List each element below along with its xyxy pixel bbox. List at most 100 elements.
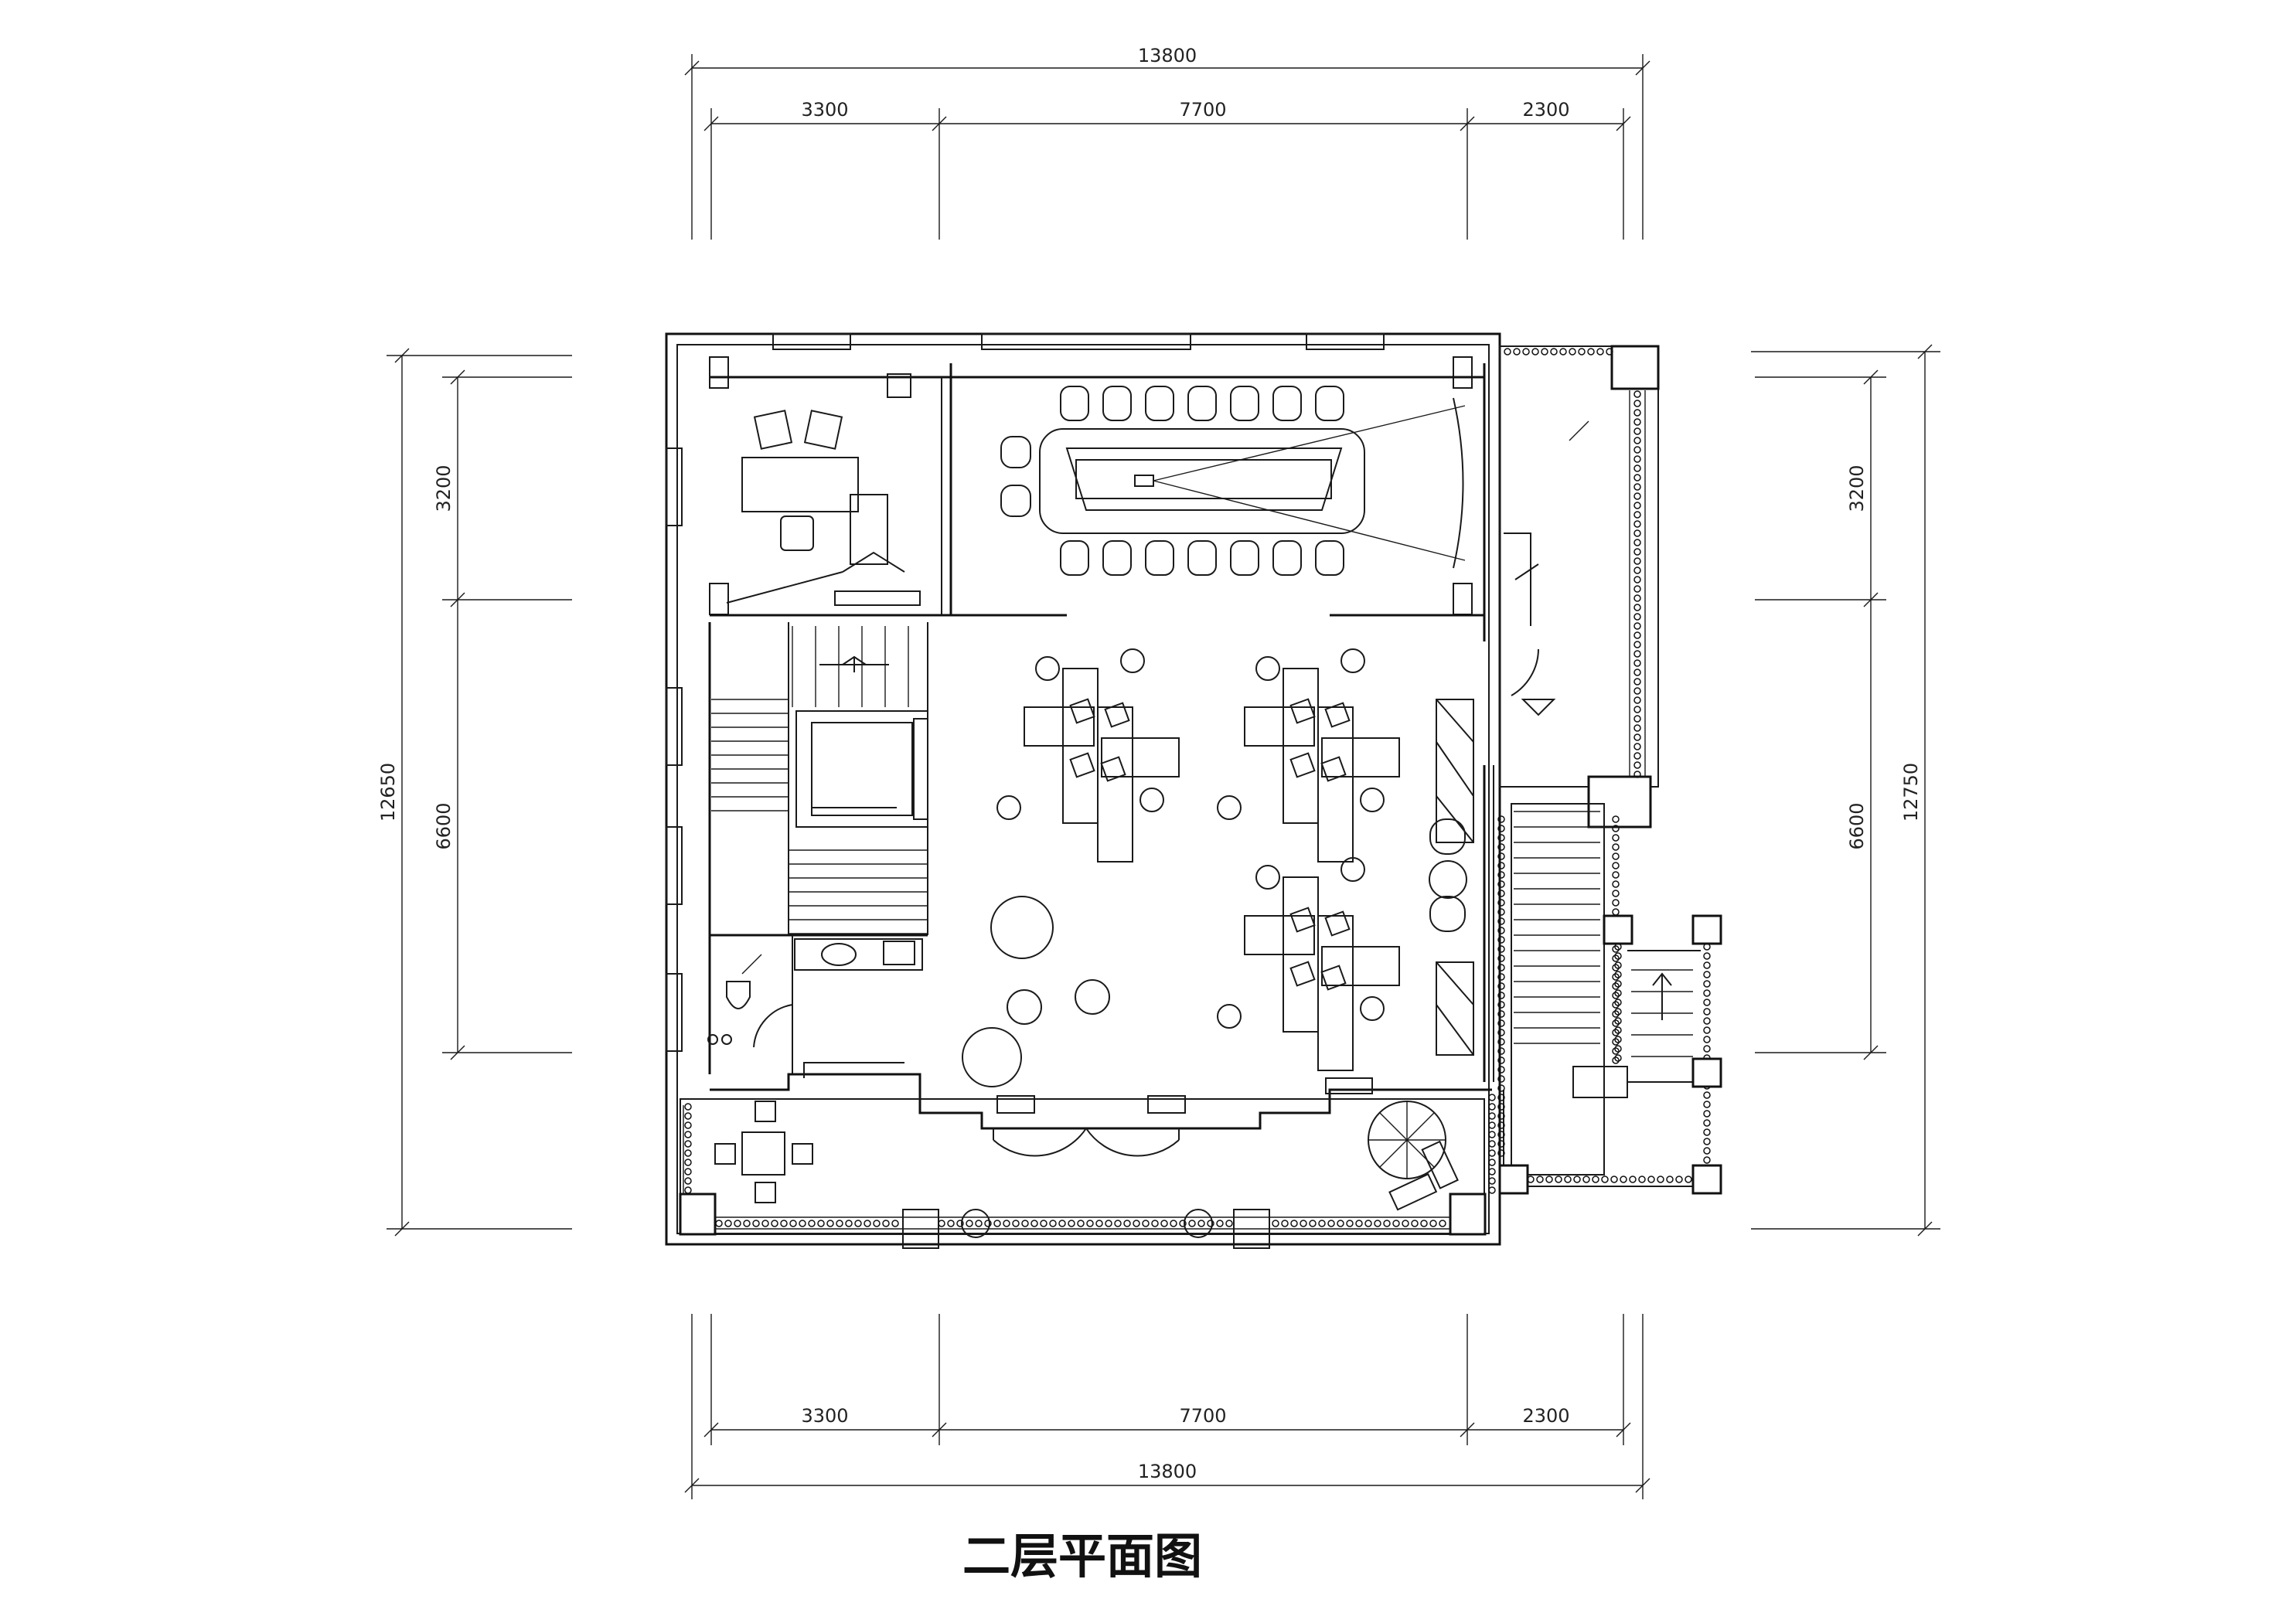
baluster <box>864 1220 871 1227</box>
desk <box>1244 706 1315 747</box>
baluster <box>1633 520 1641 528</box>
baluster <box>1633 548 1641 556</box>
baluster <box>684 1103 692 1111</box>
baluster <box>1633 669 1641 676</box>
dim-right-seg-2: 6600 <box>1846 802 1868 849</box>
workstation-cluster <box>1217 648 1400 863</box>
baluster <box>1497 880 1505 888</box>
baluster <box>882 1220 890 1227</box>
dim-left-seg-1: 3200 <box>433 464 455 512</box>
baluster <box>1633 715 1641 723</box>
baluster <box>1058 1220 1066 1227</box>
baluster <box>1522 348 1530 356</box>
desk <box>1244 915 1315 955</box>
baluster <box>1504 348 1511 356</box>
baluster <box>1488 1121 1496 1129</box>
baluster <box>1559 348 1567 356</box>
baluster <box>1587 348 1595 356</box>
dim-bottom-total: 13800 <box>1138 1461 1197 1482</box>
baluster <box>1633 678 1641 686</box>
baluster <box>1541 348 1548 356</box>
exterior-stair-railing <box>1497 815 1711 1183</box>
baluster <box>1077 1220 1085 1227</box>
baluster <box>1309 1220 1317 1227</box>
baluster <box>1614 1054 1622 1062</box>
chair <box>1060 386 1089 421</box>
baluster <box>1633 743 1641 750</box>
baluster <box>1531 348 1539 356</box>
baluster <box>1612 1038 1620 1046</box>
baluster <box>1374 1220 1381 1227</box>
office-chair <box>1035 656 1060 681</box>
baluster <box>1497 852 1505 860</box>
baluster <box>1497 964 1505 971</box>
baluster <box>1612 843 1620 851</box>
chair <box>1145 386 1174 421</box>
office-chair <box>1340 857 1365 882</box>
baluster <box>947 1220 955 1227</box>
dim-top-seg-2: 7700 <box>1179 99 1226 121</box>
baluster <box>1633 529 1641 537</box>
baluster <box>817 1220 825 1227</box>
baluster <box>1612 964 1620 971</box>
baluster <box>1439 1220 1446 1227</box>
office-chair <box>1217 795 1242 820</box>
baluster <box>1612 852 1620 860</box>
baluster <box>1488 1140 1496 1148</box>
dim-right-seg-1: 3200 <box>1846 464 1868 512</box>
conference-chairs <box>1060 386 1344 576</box>
desk <box>1317 706 1354 863</box>
desk <box>1024 706 1095 747</box>
baluster <box>1703 1036 1711 1043</box>
baluster <box>1633 557 1641 565</box>
baluster <box>1497 1075 1505 1083</box>
baluster <box>1703 999 1711 1006</box>
monitor <box>1069 698 1095 724</box>
baluster <box>771 1220 778 1227</box>
monitor <box>1324 702 1351 728</box>
office-chair <box>1217 1004 1242 1029</box>
baluster <box>799 1220 806 1227</box>
baluster <box>1612 825 1620 832</box>
baluster <box>1536 1176 1544 1183</box>
baluster <box>1633 724 1641 732</box>
dim-right-total: 12750 <box>1900 763 1922 822</box>
stair-steps-left <box>711 626 928 934</box>
baluster <box>1497 945 1505 953</box>
baluster <box>1633 631 1641 639</box>
baluster <box>956 1220 964 1227</box>
dim-bottom-seg-1: 3300 <box>801 1405 848 1427</box>
baluster <box>1633 511 1641 519</box>
desk <box>1321 737 1400 777</box>
baluster <box>1614 980 1622 988</box>
baluster <box>1497 1038 1505 1046</box>
baluster <box>1513 348 1521 356</box>
baluster <box>1612 1047 1620 1055</box>
baluster <box>1012 1220 1020 1227</box>
baluster <box>1629 1176 1637 1183</box>
baluster <box>1703 1128 1711 1136</box>
baluster <box>1633 437 1641 444</box>
baluster <box>1411 1220 1419 1227</box>
baluster <box>1633 696 1641 704</box>
baluster <box>684 1149 692 1157</box>
baluster <box>1497 1047 1505 1055</box>
baluster <box>789 1220 797 1227</box>
baluster <box>845 1220 853 1227</box>
desk <box>1097 706 1133 863</box>
baluster <box>1675 1176 1683 1183</box>
baluster <box>1555 1176 1562 1183</box>
baluster <box>1612 890 1620 897</box>
baluster <box>1647 1176 1655 1183</box>
baluster <box>1633 446 1641 454</box>
baluster <box>1160 1220 1168 1227</box>
dimension-left: 12650 3200 6600 <box>377 348 572 1237</box>
stair-arrow <box>1652 972 1672 1020</box>
manager-office <box>710 363 952 617</box>
balustrade-east <box>1504 348 1646 778</box>
baluster <box>715 1220 723 1227</box>
baluster <box>1040 1220 1048 1227</box>
baluster <box>1095 1220 1103 1227</box>
south-wall <box>710 1062 1492 1157</box>
open-office-workstations <box>996 648 1400 1071</box>
